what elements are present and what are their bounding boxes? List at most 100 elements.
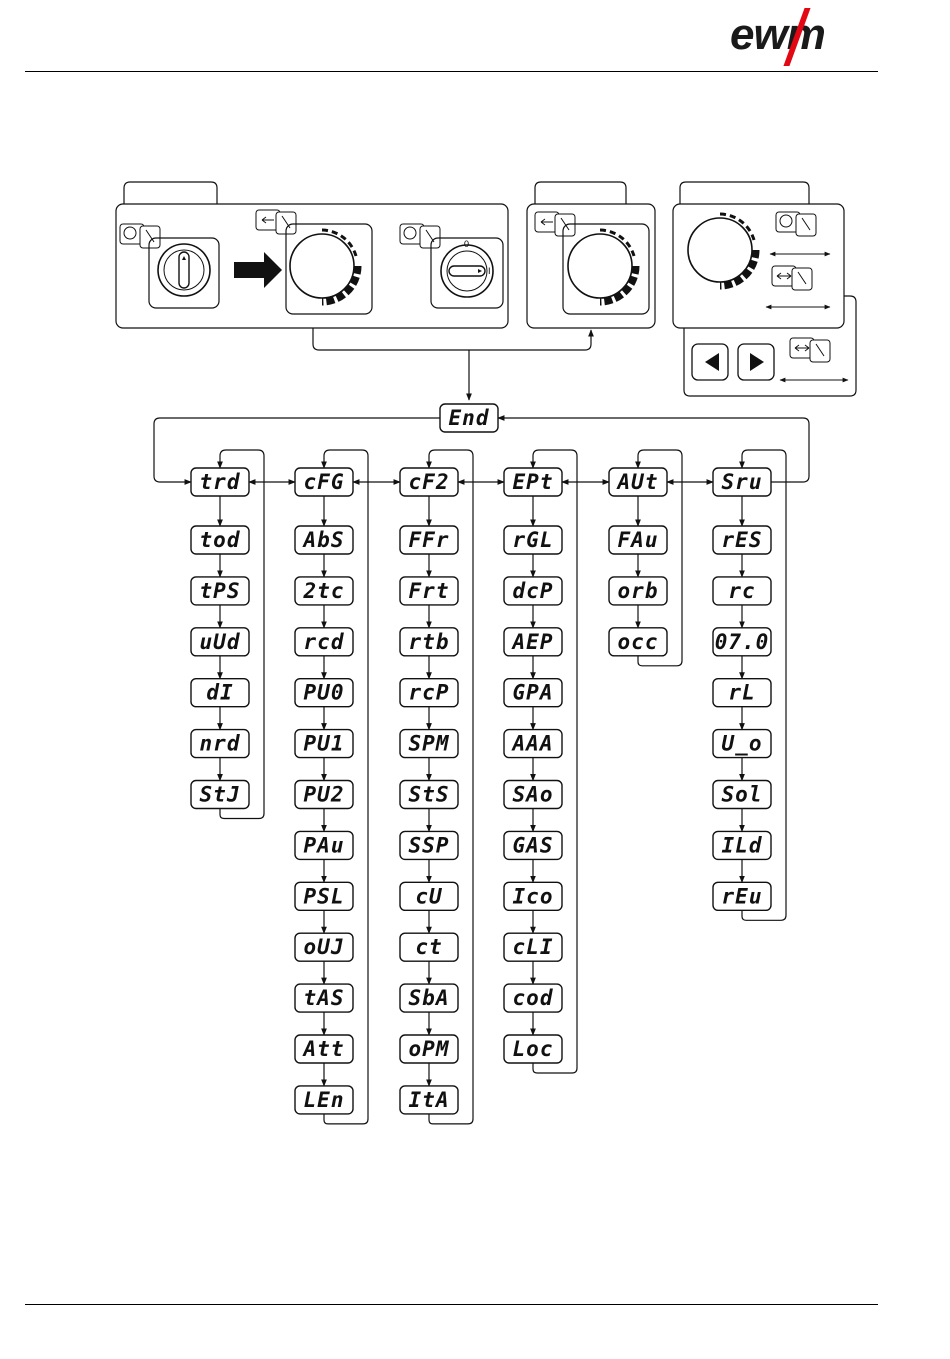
menu-end[interactable]: End <box>440 404 498 432</box>
menu-item-5-5[interactable]: Sol <box>713 781 771 809</box>
menu-item-2-9[interactable]: SbA <box>400 984 458 1012</box>
menu-header-0[interactable]: trd <box>191 468 249 496</box>
key-switch-icon[interactable] <box>120 224 219 308</box>
menu-item-1-7[interactable]: PSL <box>295 882 353 910</box>
menu-item-3-4[interactable]: AAA <box>504 730 562 758</box>
menu-header-4[interactable]: AUt <box>609 468 667 496</box>
menu-item-3-3-label: GPA <box>513 681 554 705</box>
menu-header-0-label: trd <box>200 470 241 494</box>
menu-item-0-3-label: dI <box>206 681 233 705</box>
menu-item-0-5[interactable]: StJ <box>191 781 249 809</box>
menu-item-2-5[interactable]: StS <box>400 781 458 809</box>
menu-header-3[interactable]: EPt <box>504 468 562 496</box>
left-right-button-icon[interactable] <box>780 338 848 380</box>
menu-item-3-6[interactable]: GAS <box>504 831 562 859</box>
menu-item-5-3[interactable]: rL <box>713 679 771 707</box>
menu-item-1-6[interactable]: PAu <box>295 831 353 859</box>
menu-item-2-11[interactable]: ItA <box>400 1086 458 1114</box>
menu-item-4-1-label: orb <box>618 579 659 603</box>
menu-item-1-3-label: PU0 <box>304 681 345 705</box>
menu-header-2[interactable]: cF2 <box>400 468 458 496</box>
menu-item-5-4[interactable]: U_o <box>713 730 771 758</box>
key-switch-on-icon[interactable]: 0 I <box>400 224 503 308</box>
menu-item-1-8[interactable]: oUJ <box>295 933 353 961</box>
menu-item-2-10[interactable]: oPM <box>400 1035 458 1063</box>
menu-item-2-7[interactable]: cU <box>400 882 458 910</box>
menu-item-3-10[interactable]: Loc <box>504 1035 562 1063</box>
menu-item-5-4-label: U_o <box>722 732 763 756</box>
menu-item-3-3[interactable]: GPA <box>504 679 562 707</box>
menu-item-0-4-label: nrd <box>200 732 241 756</box>
menu-item-0-0[interactable]: tod <box>191 526 249 554</box>
rotary-knob-icon[interactable] <box>688 214 756 286</box>
menu-item-1-2-label: rcd <box>304 630 345 654</box>
menu-item-1-2[interactable]: rcd <box>295 628 353 656</box>
menu-item-1-4-label: PU1 <box>304 732 345 756</box>
menu-item-0-1[interactable]: tPS <box>191 577 249 605</box>
menu-header-5[interactable]: Sru <box>713 468 771 496</box>
menu-item-2-8[interactable]: ct <box>400 933 458 961</box>
menu-item-0-2-label: uUd <box>200 630 241 654</box>
menu-item-2-11-label: ItA <box>409 1088 450 1112</box>
menu-item-5-1[interactable]: rc <box>713 577 771 605</box>
menu-item-5-0[interactable]: rES <box>713 526 771 554</box>
menu-item-3-4-label: AAA <box>511 732 554 756</box>
select-button-icon[interactable] <box>770 212 830 254</box>
menu-item-4-2[interactable]: occ <box>609 628 667 656</box>
menu-item-0-2[interactable]: uUd <box>191 628 249 656</box>
menu-item-3-2[interactable]: AEP <box>504 628 562 656</box>
menu-item-3-5[interactable]: SAo <box>504 781 562 809</box>
menu-item-0-4[interactable]: nrd <box>191 730 249 758</box>
menu-header-2-label: cF2 <box>409 470 450 494</box>
rotary-knob-icon[interactable] <box>535 212 649 314</box>
menu-item-1-8-label: oUJ <box>304 935 345 959</box>
menu-header-3-label: EPt <box>513 470 554 494</box>
menu-item-1-3[interactable]: PU0 <box>295 679 353 707</box>
menu-item-5-1-label: rc <box>728 579 755 603</box>
menu-item-0-3[interactable]: dI <box>191 679 249 707</box>
menu-item-2-0[interactable]: FFr <box>400 526 458 554</box>
menu-item-2-1[interactable]: Frt <box>400 577 458 605</box>
menu-header-1-label: cFG <box>304 470 345 494</box>
menu-item-5-7-label: rEu <box>722 884 763 908</box>
menu-item-0-1-label: tPS <box>200 579 241 603</box>
menu-item-3-8[interactable]: cLI <box>504 933 562 961</box>
menu-item-5-2[interactable]: 07.0 <box>713 628 771 656</box>
menu-item-2-2[interactable]: rtb <box>400 628 458 656</box>
menu-item-2-8-label: ct <box>415 935 442 959</box>
left-right-button-icon[interactable] <box>766 266 830 307</box>
menu-item-1-7-label: PSL <box>304 884 345 908</box>
menu-item-2-3[interactable]: rcP <box>400 679 458 707</box>
menu-item-1-1[interactable]: 2tc <box>295 577 353 605</box>
menu-item-2-4[interactable]: SPM <box>400 730 458 758</box>
menu-item-3-0[interactable]: rGL <box>504 526 562 554</box>
menu-item-4-1[interactable]: orb <box>609 577 667 605</box>
arrow-right-icon[interactable] <box>738 344 774 380</box>
menu-item-1-0[interactable]: AbS <box>295 526 353 554</box>
menu-item-2-9-label: SbA <box>409 986 450 1010</box>
menu-item-0-0-label: tod <box>200 528 241 552</box>
menu-item-1-9[interactable]: tAS <box>295 984 353 1012</box>
menu-item-3-1[interactable]: dcP <box>504 577 562 605</box>
menu-item-1-4[interactable]: PU1 <box>295 730 353 758</box>
arrow-left-icon[interactable] <box>692 344 728 380</box>
menu-item-5-6[interactable]: ILd <box>713 831 771 859</box>
menu-item-5-5-label: Sol <box>722 783 763 807</box>
menu-item-2-4-label: SPM <box>409 732 450 756</box>
menu-header-1[interactable]: cFG <box>295 468 353 496</box>
menu-item-3-9[interactable]: cod <box>504 984 562 1012</box>
menu-end-label: End <box>449 406 490 430</box>
menu-item-2-7-label: cU <box>415 884 443 908</box>
menu-item-5-7[interactable]: rEu <box>713 882 771 910</box>
menu-item-1-10[interactable]: Att <box>295 1035 353 1063</box>
menu-item-1-1-label: 2tc <box>303 579 345 603</box>
menu-item-4-2-label: occ <box>618 630 659 654</box>
menu-item-2-0-label: FFr <box>409 528 450 552</box>
menu-item-1-5[interactable]: PU2 <box>295 781 353 809</box>
menu-item-2-6[interactable]: SSP <box>400 831 458 859</box>
menu-item-3-7[interactable]: Ico <box>504 882 562 910</box>
menu-item-1-11[interactable]: LEn <box>295 1086 353 1114</box>
menu-item-4-0[interactable]: FAu <box>609 526 667 554</box>
